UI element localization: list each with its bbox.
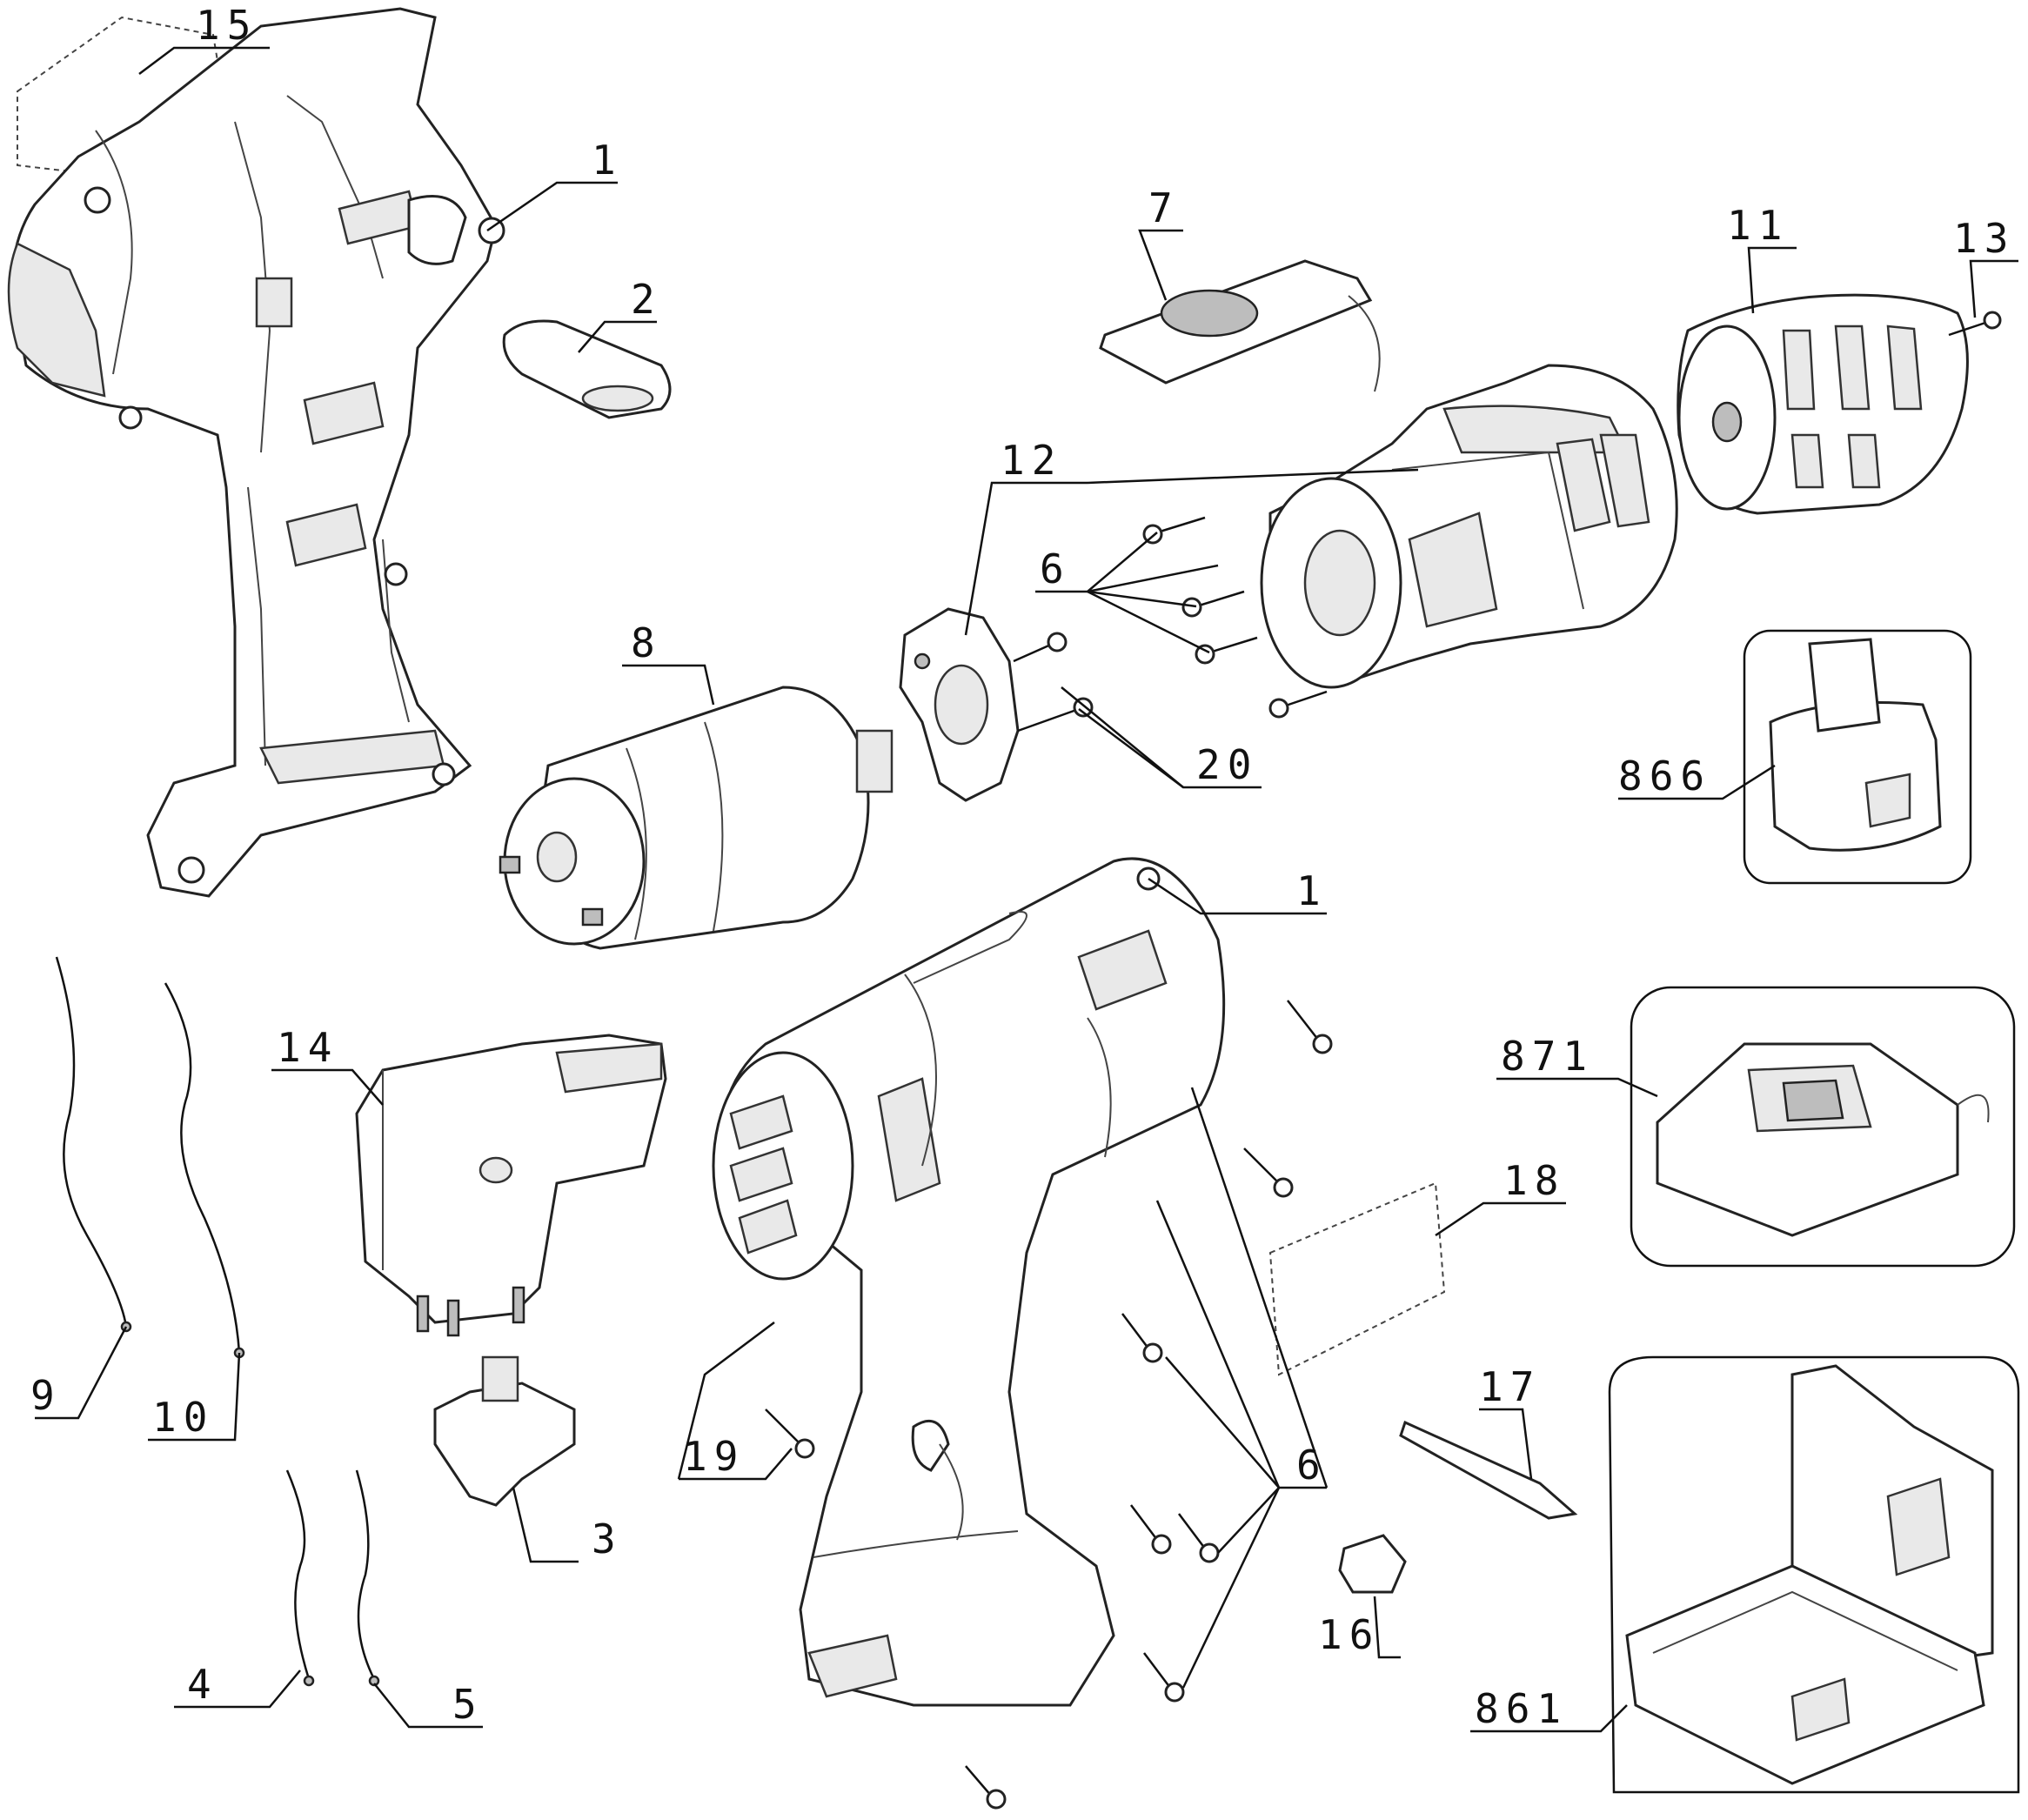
label-861: 861: [1475, 1685, 1568, 1732]
part-12-gear-plate: [899, 607, 1020, 802]
label-15: 15: [196, 2, 258, 49]
label-5: 5: [452, 1681, 484, 1728]
label-8: 8: [631, 619, 662, 666]
label-14: 14: [277, 1024, 338, 1071]
label-6-lower: 6: [1296, 1442, 1328, 1489]
part-2-switch-button: [502, 319, 672, 419]
part-14-switch: [355, 1034, 667, 1337]
label-13: 13: [1953, 215, 2015, 262]
part-17-screwdriver-bit: [1399, 1420, 1578, 1520]
part-20-screws: [1013, 632, 1094, 733]
label-7: 7: [1148, 184, 1180, 231]
part-3-direction-switch: [433, 1355, 576, 1507]
label-2: 2: [631, 276, 662, 323]
leader-lines: [35, 46, 2018, 1733]
part-871-charger-box: [1630, 986, 2016, 1268]
label-1-top: 1: [592, 137, 623, 184]
label-1-main: 1: [1296, 867, 1328, 914]
part-16-belt-clip: [1338, 1534, 1407, 1594]
label-16: 16: [1318, 1611, 1380, 1658]
label-20: 20: [1196, 741, 1258, 788]
label-11: 11: [1727, 202, 1789, 249]
part-866-battery-box: [1743, 629, 1972, 885]
part-19-screw: [765, 1408, 815, 1459]
part-10-wire: [164, 982, 245, 1359]
part-1-housing-half-left: [7, 7, 505, 898]
label-866: 866: [1618, 753, 1711, 800]
part-9-wire: [55, 956, 132, 1333]
part-4-wire: [285, 1469, 315, 1687]
label-18: 18: [1503, 1157, 1565, 1204]
label-12: 12: [1001, 437, 1062, 484]
label-3: 3: [592, 1516, 623, 1562]
label-4: 4: [187, 1661, 218, 1708]
part-labels: 15 1 2 7 11 13 12 6 8 20 866 1 871 14 18…: [30, 2, 2015, 1732]
label-871: 871: [1501, 1033, 1594, 1080]
part-6-screws-lower: [965, 1000, 1333, 1810]
part-8-motor: [499, 686, 894, 950]
part-5-wire: [355, 1469, 380, 1687]
label-6-upper: 6: [1040, 545, 1071, 592]
part-6-screws-upper: [1142, 516, 1328, 719]
gearbox-clutch-assembly: [1260, 364, 1678, 689]
part-861-carry-case-box: [1608, 1355, 2020, 1794]
part-1-main-housing: [712, 857, 1226, 1707]
label-17: 17: [1479, 1363, 1541, 1410]
label-10: 10: [152, 1394, 214, 1441]
part-11-chuck: [1677, 293, 1969, 515]
part-7-top-cover: [1099, 259, 1381, 392]
label-9: 9: [30, 1372, 62, 1419]
label-19: 19: [683, 1433, 745, 1480]
part-13-screw: [1948, 311, 2002, 337]
part-18-label: [1268, 1181, 1446, 1376]
